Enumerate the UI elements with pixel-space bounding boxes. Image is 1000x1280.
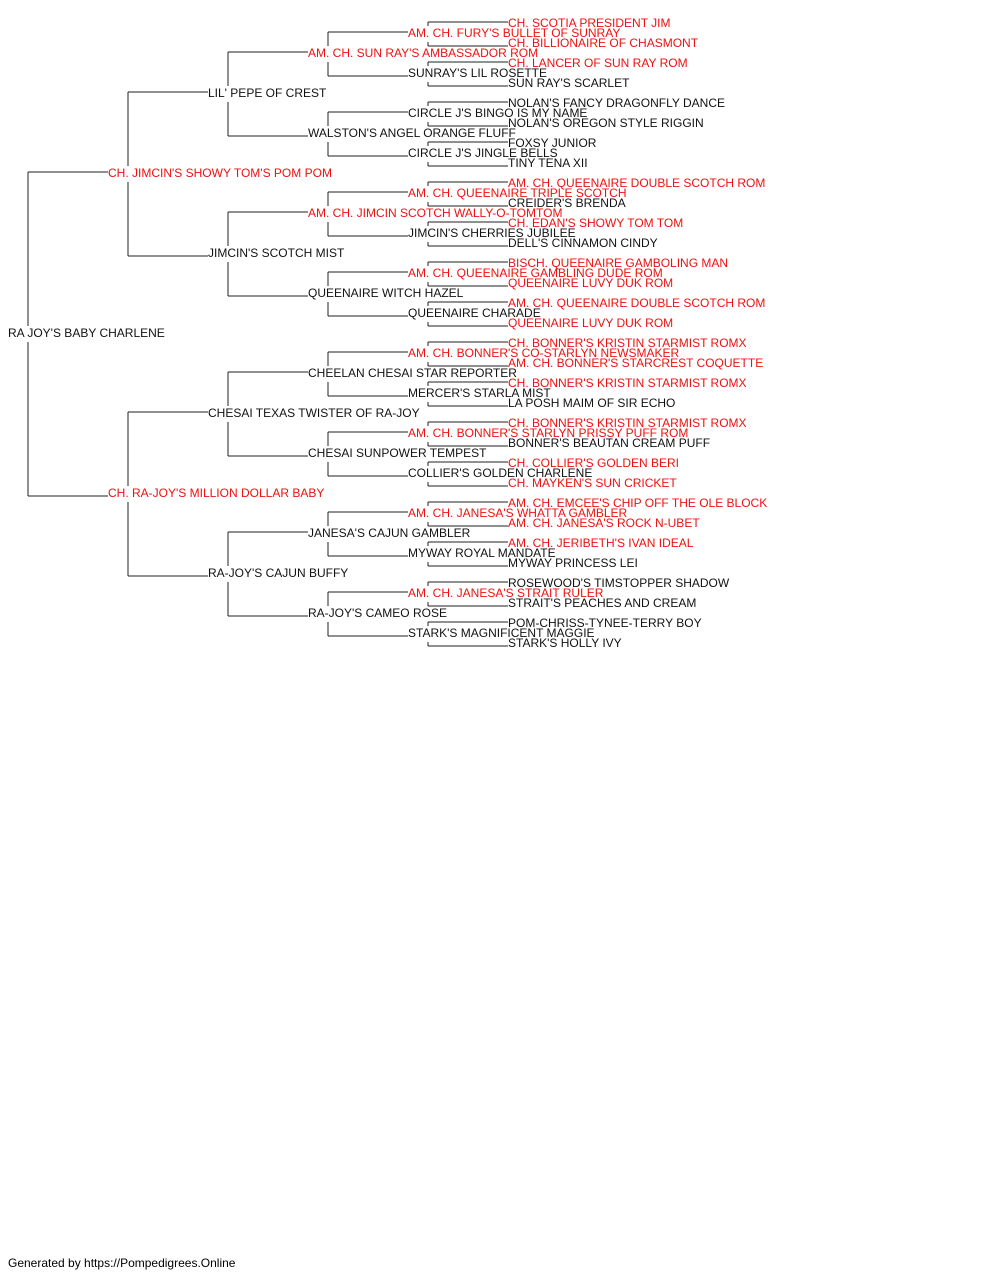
pedigree-node-sire-sire-sire-sire-sire[interactable]: CH. SCOTIA PRESIDENT JIM — [508, 16, 670, 30]
pedigree-node-sire-dam-dam-dam-sire[interactable]: AM. CH. QUEENAIRE DOUBLE SCOTCH ROM — [508, 296, 765, 310]
pedigree-node-dam-sire-sire-dam-sire[interactable]: CH. BONNER'S KRISTIN STARMIST ROMX — [508, 376, 747, 390]
pedigree-node-dam-dam-sire-dam[interactable]: MYWAY ROYAL MANDATE — [408, 546, 556, 560]
pedigree-node-dam-sire-dam-sire-sire[interactable]: CH. BONNER'S KRISTIN STARMIST ROMX — [508, 416, 747, 430]
pedigree-node-sire-dam-sire-sire-dam[interactable]: CREIDER'S BRENDA — [508, 196, 626, 210]
pedigree-node-sire-sire-sire[interactable]: AM. CH. SUN RAY'S AMBASSADOR ROM — [308, 46, 538, 60]
pedigree-node-dam-dam[interactable]: RA-JOY'S CAJUN BUFFY — [208, 566, 348, 580]
pedigree-node-dam-dam-sire[interactable]: JANESA'S CAJUN GAMBLER — [308, 526, 471, 540]
pedigree-node-dam-sire-dam-sire-dam[interactable]: BONNER'S BEAUTAN CREAM PUFF — [508, 436, 710, 450]
pedigree-node-dam-sire-sire[interactable]: CHEELAN CHESAI STAR REPORTER — [308, 366, 517, 380]
pedigree-node-dam-dam-dam-dam[interactable]: STARK'S MAGNIFICENT MAGGIE — [408, 626, 595, 640]
pedigree-node-dam-dam-dam-sire-dam[interactable]: STRAIT'S PEACHES AND CREAM — [508, 596, 696, 610]
pedigree-node-sire-sire-sire-dam-sire[interactable]: CH. LANCER OF SUN RAY ROM — [508, 56, 688, 70]
pedigree-node-sire-sire-dam-dam-sire[interactable]: FOXSY JUNIOR — [508, 136, 597, 150]
pedigree-node-dam-dam-dam-sire-sire[interactable]: ROSEWOOD'S TIMSTOPPER SHADOW — [508, 576, 730, 590]
pedigree-node-sire-dam-dam-sire[interactable]: AM. CH. QUEENAIRE GAMBLING DUDE ROM — [408, 266, 663, 280]
pedigree-node-dam-sire-sire-sire-dam[interactable]: AM. CH. BONNER'S STARCREST COQUETTE — [508, 356, 763, 370]
pedigree-node-dam-sire-sire-dam-dam[interactable]: LA POSH MAIM OF SIR ECHO — [508, 396, 675, 410]
pedigree-node-sire-dam-sire-dam-sire[interactable]: CH. EDAN'S SHOWY TOM TOM — [508, 216, 683, 230]
pedigree-node-dam-dam-sire-dam-sire[interactable]: AM. CH. JERIBETH'S IVAN IDEAL — [508, 536, 694, 550]
pedigree-node-sire-sire-dam[interactable]: WALSTON'S ANGEL ORANGE FLUFF — [308, 126, 516, 140]
pedigree-node-sire-dam-sire-dam-dam[interactable]: DELL'S CINNAMON CINDY — [508, 236, 658, 250]
pedigree-node-dam-dam-sire-sire[interactable]: AM. CH. JANESA'S WHATTA GAMBLER — [408, 506, 628, 520]
pedigree-node-dam-sire-sire-dam[interactable]: MERCER'S STARLA MIST — [408, 386, 551, 400]
pedigree-node-dam-dam-sire-sire-sire[interactable]: AM. CH. EMCEE'S CHIP OFF THE OLE BLOCK — [508, 496, 767, 510]
pedigree-node-dam-sire-dam[interactable]: CHESAI SUNPOWER TEMPEST — [308, 446, 487, 460]
pedigree-node-sire-dam-dam-sire-dam[interactable]: QUEENAIRE LUVY DUK ROM — [508, 276, 673, 290]
pedigree-node-sire-dam-sire-sire[interactable]: AM. CH. QUEENAIRE TRIPLE SCOTCH — [408, 186, 626, 200]
pedigree-node-sire-sire-dam-dam-dam[interactable]: TINY TENA XII — [508, 156, 588, 170]
pedigree-node-dam-dam-sire-dam-dam[interactable]: MYWAY PRINCESS LEI — [508, 556, 638, 570]
pedigree-node-sire-dam-dam-dam-dam[interactable]: QUEENAIRE LUVY DUK ROM — [508, 316, 673, 330]
pedigree-node-sire-dam-sire-sire-sire[interactable]: AM. CH. QUEENAIRE DOUBLE SCOTCH ROM — [508, 176, 765, 190]
pedigree-node-dam-dam-dam[interactable]: RA-JOY'S CAMEO ROSE — [308, 606, 447, 620]
pedigree-node-sire-sire-sire-dam[interactable]: SUNRAY'S LIL ROSETTE — [408, 66, 547, 80]
pedigree-node-dam-dam-sire-sire-dam[interactable]: AM. CH. JANESA'S ROCK N-UBET — [508, 516, 700, 530]
pedigree-node-sire-dam[interactable]: JIMCIN'S SCOTCH MIST — [208, 246, 345, 260]
pedigree-node-sire-sire-sire-sire-dam[interactable]: CH. BILLIONAIRE OF CHASMONT — [508, 36, 699, 50]
pedigree-node-sire-dam-dam-dam[interactable]: QUEENAIRE CHARADE — [408, 306, 541, 320]
pedigree-node-dam-sire-dam-dam-dam[interactable]: CH. MAYKEN'S SUN CRICKET — [508, 476, 677, 490]
pedigree-node-dam-dam-dam-dam-sire[interactable]: POM-CHRISS-TYNEE-TERRY BOY — [508, 616, 702, 630]
pedigree-node-sire-sire-dam-sire-sire[interactable]: NOLAN'S FANCY DRAGONFLY DANCE — [508, 96, 725, 110]
pedigree-node-dam-sire-dam-sire[interactable]: AM. CH. BONNER'S STARLYN PRISSY PUFF ROM — [408, 426, 688, 440]
pedigree-node-sire-sire-dam-sire-dam[interactable]: NOLAN'S OREGON STYLE RIGGIN — [508, 116, 704, 130]
generated-by-footer: Generated by https://Pompedigrees.Online — [8, 1256, 236, 1270]
pedigree-node-sire-dam-sire[interactable]: AM. CH. JIMCIN SCOTCH WALLY-O-TOMTOM — [308, 206, 562, 220]
pedigree-node-dam-sire-dam-dam-sire[interactable]: CH. COLLIER'S GOLDEN BERI — [508, 456, 679, 470]
pedigree-node-sire[interactable]: CH. JIMCIN'S SHOWY TOM'S POM POM — [108, 166, 332, 180]
pedigree-node-sire-sire-sire-dam-dam[interactable]: SUN RAY'S SCARLET — [508, 76, 630, 90]
pedigree-node-sire-dam-dam[interactable]: QUEENAIRE WITCH HAZEL — [308, 286, 464, 300]
pedigree-node-sire-sire-sire-sire[interactable]: AM. CH. FURY'S BULLET OF SUNRAY — [408, 26, 620, 40]
pedigree-node-dam-sire-sire-sire[interactable]: AM. CH. BONNER'S CO-STARLYN NEWSMAKER — [408, 346, 680, 360]
pedigree-node-dam[interactable]: CH. RA-JOY'S MILLION DOLLAR BABY — [108, 486, 324, 500]
pedigree-node-sire-sire[interactable]: LIL' PEPE OF CREST — [208, 86, 327, 100]
pedigree-node-sire-sire-dam-dam[interactable]: CIRCLE J'S JINGLE BELLS — [408, 146, 558, 160]
pedigree-node-sire-sire-dam-sire[interactable]: CIRCLE J'S BINGO IS MY NAME — [408, 106, 587, 120]
pedigree-node-root[interactable]: RA JOY'S BABY CHARLENE — [8, 326, 165, 340]
pedigree-node-sire-dam-dam-sire-sire[interactable]: BISCH. QUEENAIRE GAMBOLING MAN — [508, 256, 728, 270]
pedigree-node-sire-dam-sire-dam[interactable]: JIMCIN'S CHERRIES JUBILEE — [408, 226, 576, 240]
pedigree-node-dam-sire-dam-dam[interactable]: COLLIER'S GOLDEN CHARLENE — [408, 466, 592, 480]
pedigree-node-dam-dam-dam-sire[interactable]: AM. CH. JANESA'S STRAIT RULER — [408, 586, 604, 600]
pedigree-node-dam-sire-sire-sire-sire[interactable]: CH. BONNER'S KRISTIN STARMIST ROMX — [508, 336, 747, 350]
pedigree-node-dam-sire[interactable]: CHESAI TEXAS TWISTER OF RA-JOY — [208, 406, 420, 420]
pedigree-node-dam-dam-dam-dam-dam[interactable]: STARK'S HOLLY IVY — [508, 636, 622, 650]
